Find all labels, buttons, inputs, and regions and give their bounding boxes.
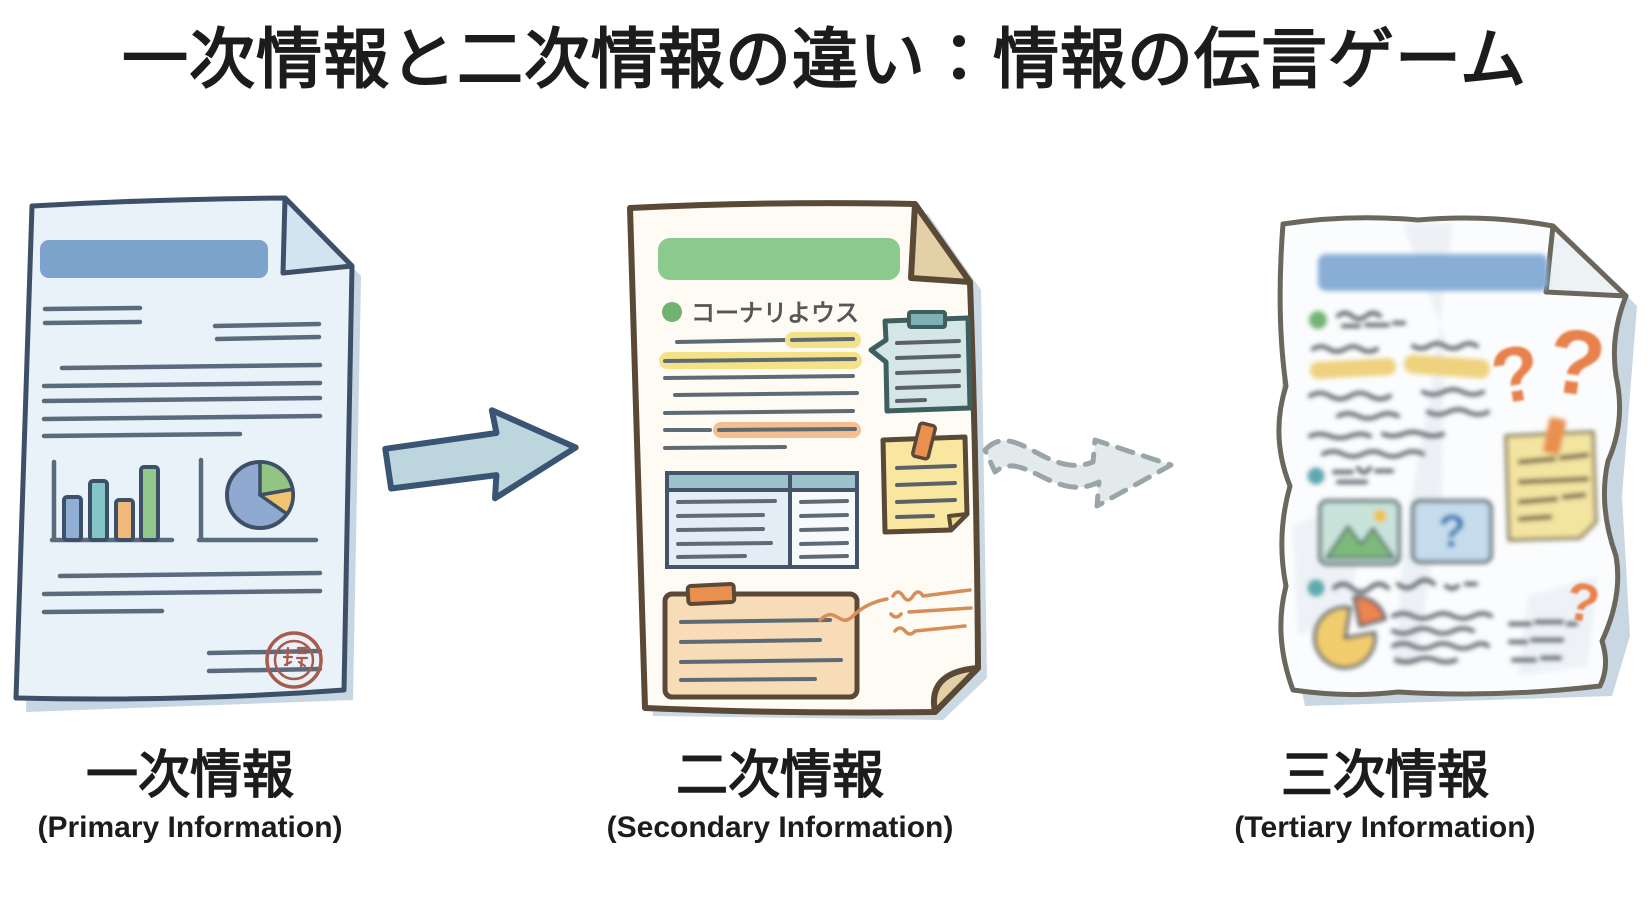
speech-note-icon [868,310,973,414]
block-arrow-right-icon [382,407,579,502]
caption-primary-jp: 一次情報 [85,747,294,805]
orange-note [662,581,860,700]
document-icon [13,195,361,712]
header-bar [1318,254,1548,291]
pie-chart-icon [196,457,319,543]
bullet-icon [1307,467,1325,485]
highlighted-text-lines [659,332,862,450]
crumpled-document-icon: ? ? ? ? [1276,215,1637,706]
highlight-yellow [1404,354,1490,379]
page-title: 一次情報と二次情報の違い：情報の伝言ゲーム [121,22,1528,96]
wavy-arrow-icon [982,437,1174,509]
svg-text:?: ? [1438,505,1466,557]
bullet-icon [662,302,682,322]
stamp-icon [265,631,323,689]
question-marks: ? ? ? [1485,309,1612,636]
folded-corner-icon [1543,223,1629,299]
tab-icon [685,581,737,607]
caption-primary-en: (Primary Information) [37,811,343,845]
secondary-document-figure: コーナリよウス [585,190,987,727]
text-lines [41,305,323,439]
document-icon: コーナリよウス [627,200,987,720]
bullet-icon [1307,579,1325,597]
folded-corner-icon [908,201,973,285]
header-bar [40,240,268,278]
primary-document-figure [2,190,364,722]
clip-icon [907,310,947,329]
caption-secondary: 二次情報 (Secondary Information) [570,747,990,845]
section-heading: コーナリよウス [691,300,859,327]
table-icon [665,471,859,569]
caption-tertiary: 三次情報 (Tertiary Information) [1175,747,1595,845]
caption-tertiary-en: (Tertiary Information) [1234,811,1536,845]
arrow-secondary-to-tertiary [975,408,1210,523]
sticky-note-icon [880,421,970,535]
folded-corner-icon [930,665,981,715]
caption-primary: 一次情報 (Primary Information) [0,747,380,845]
sticky-note-icon [1504,417,1598,542]
bullet-icon [1309,311,1327,329]
scribble-annotation [818,588,973,636]
pie-chart-icon [1313,595,1387,670]
tape-icon [911,421,937,461]
blurred-content: ? [1307,254,1598,670]
bar-chart-icon [49,459,175,543]
caption-tertiary-jp: 三次情報 [1280,747,1489,805]
image-placeholder-icon [1318,499,1401,566]
caption-secondary-jp: 二次情報 [675,747,884,805]
tertiary-document-figure: ? ? ? ? [1198,196,1638,728]
tape-icon [1542,417,1566,455]
caption-secondary-en: (Secondary Information) [606,811,954,845]
text-lines [41,570,323,674]
question-box-icon: ? [1411,499,1493,564]
arrow-primary-to-secondary [374,391,592,520]
folded-corner-icon [280,195,355,276]
highlight-yellow [1310,358,1397,379]
question-mark-icon: ? [1541,309,1611,418]
header-bar [658,238,900,280]
